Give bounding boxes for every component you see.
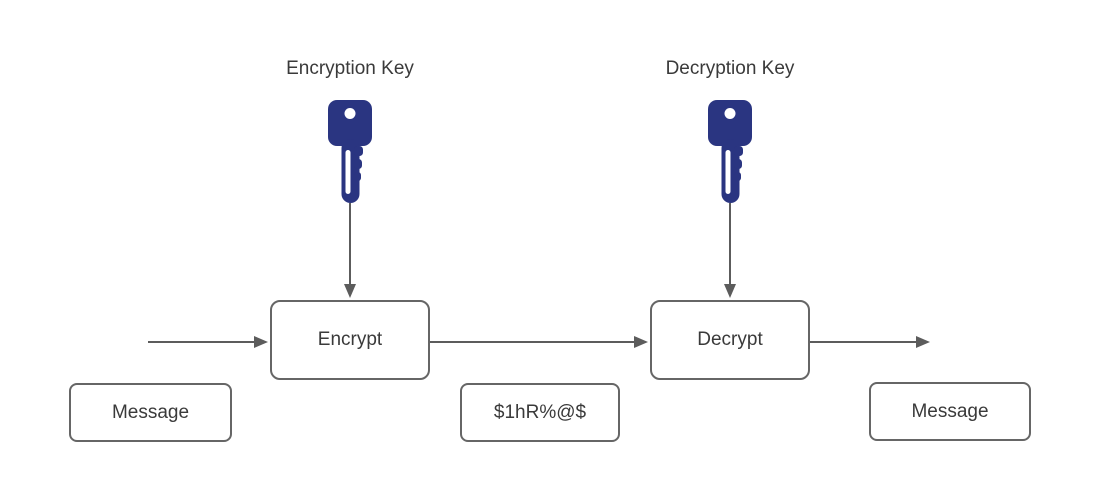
encrypt-box-label: Encrypt [317, 329, 383, 350]
decryption-key-label: Decryption Key [665, 58, 795, 79]
encrypt-box: Encrypt [270, 300, 430, 380]
decrypt-box: Decrypt [650, 300, 810, 380]
decryption-key-icon [708, 100, 752, 203]
message-input-label: Message [111, 401, 190, 423]
key-shape [328, 100, 372, 203]
ciphertext-box: $1hR%@$ [460, 383, 620, 442]
key-shape [708, 100, 752, 203]
encryption-key-icon [328, 100, 372, 203]
encryption-key-label: Encryption Key [286, 58, 414, 79]
arrow-encrypt-to-decrypt [430, 336, 648, 348]
message-output-label: Message [911, 400, 989, 422]
arrow-decryption-key-to-decrypt [724, 203, 736, 298]
arrow-encryption-key-to-encrypt [344, 203, 356, 298]
arrow-input-to-encrypt [148, 336, 268, 348]
decrypt-box-label: Decrypt [697, 329, 763, 350]
message-output-box: Message [869, 382, 1031, 441]
message-input-box: Message [69, 383, 232, 442]
ciphertext-label: $1hR%@$ [493, 401, 587, 423]
arrow-decrypt-to-output [810, 336, 930, 348]
